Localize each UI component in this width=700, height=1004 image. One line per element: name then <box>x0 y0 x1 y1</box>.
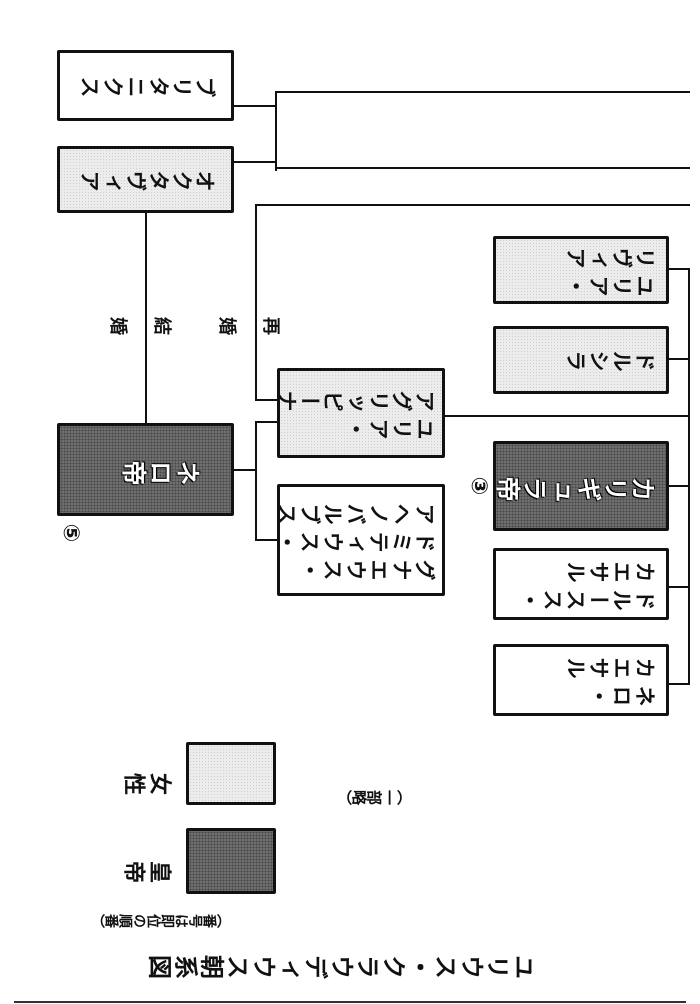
connector-line <box>669 358 690 360</box>
person-name: ネロ・ カエサル <box>564 655 656 707</box>
diagram-title: ユリウス・クラウディウス朝系図 <box>146 950 537 979</box>
connector-line <box>255 421 277 423</box>
person-name: グナエウス・ ドミティウス・ アヘノバルブス <box>277 501 436 581</box>
connector-line <box>669 268 690 270</box>
legend-emperor-swatch <box>186 828 276 894</box>
person-name: ユリア・ リヴィア <box>564 245 656 297</box>
connector-line <box>234 105 276 107</box>
connector-line <box>234 161 276 163</box>
person-agrippina: ユリア・ アグリッピーナ <box>277 368 445 458</box>
legend-note: （番号は即位の順番） <box>91 912 231 928</box>
connector-line <box>688 268 690 684</box>
person-name: カリギュラ帝 <box>494 473 656 502</box>
connector-line <box>445 415 690 417</box>
person-julia-livilla: ユリア・ リヴィア <box>493 236 669 304</box>
person-drusilla: ドルシラ <box>493 326 669 394</box>
connector-line <box>255 421 257 541</box>
person-britannicus: ブリタニクス <box>57 50 234 121</box>
remarriage-line <box>255 204 690 206</box>
person-drusus-caesar: ドルースス・ カエサル <box>493 548 669 620</box>
connector-line <box>275 91 690 93</box>
person-name: ユリア・ アグリッピーナ <box>277 388 436 440</box>
remarriage-line <box>255 399 277 401</box>
person-name: ネロ帝 <box>119 456 201 486</box>
remarriage-label: 再婚 <box>193 314 281 335</box>
connector-line <box>234 469 257 471</box>
person-octavia: オクタヴィア <box>57 146 234 213</box>
person-nero-caesar: ネロ・ カエサル <box>493 644 669 716</box>
person-name: ブリタニクス <box>77 73 216 98</box>
person-caligula: カリギュラ帝 <box>493 441 669 531</box>
connector-line <box>669 683 690 685</box>
accession-order-badge: ③ <box>466 476 491 496</box>
page-rule <box>14 1001 686 1003</box>
person-nero: ネロ帝 <box>57 423 234 516</box>
person-name: ドルースス・ カエサル <box>518 559 656 611</box>
remarriage-line <box>255 204 257 400</box>
accession-order-badge: ⑤ <box>58 523 83 543</box>
person-domitius: グナエウス・ ドミティウス・ アヘノバルブス <box>277 484 445 596</box>
legend-female-swatch <box>186 742 276 805</box>
person-name: オクタヴィア <box>77 167 216 192</box>
connector-line <box>275 167 690 169</box>
person-name: ドルシラ <box>564 348 656 372</box>
connector-line <box>669 485 690 487</box>
connector-line <box>275 92 277 171</box>
marriage-label: 結婚 <box>84 314 172 335</box>
diagram-subtitle: （一部略） <box>337 788 412 806</box>
legend-emperor-label: 皇帝 <box>120 857 172 882</box>
connector-line <box>669 586 690 588</box>
connector-line <box>255 539 277 541</box>
legend-female-label: 女性 <box>120 769 172 794</box>
marriage-line <box>145 213 147 423</box>
